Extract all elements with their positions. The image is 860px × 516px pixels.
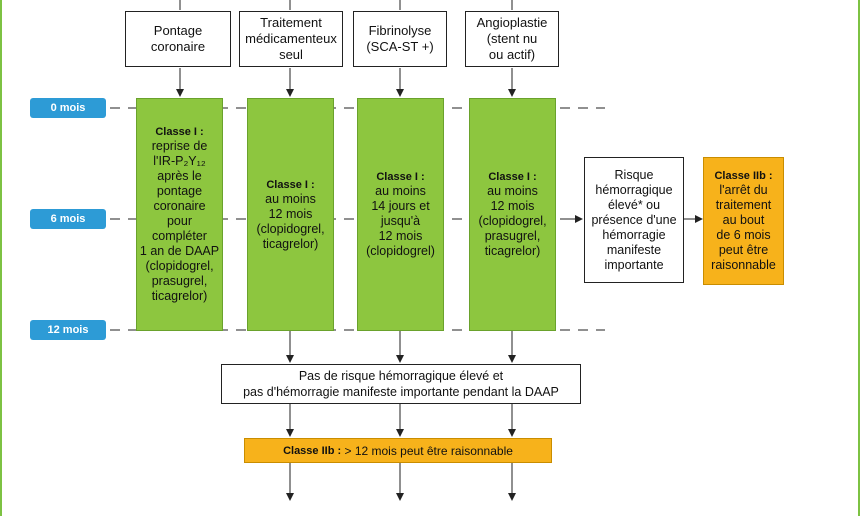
bottom-line: Pas de risque hémorragique élevé et [298,369,504,383]
box-pontage-line: coronaire [150,39,206,54]
time-label-12-mois: 12 mois [30,320,106,340]
orange-line: raisonnable [711,258,776,272]
green-line: (clopidogrel, [145,259,214,273]
green-line: 12 mois [268,206,313,221]
green-line: pontage [156,184,203,198]
time-label-6-mois: 6 mois [30,209,106,229]
box-traitement-line: Traitement [260,15,322,30]
green-line: ticagrelor) [262,236,319,251]
class-label: Classe I : [488,171,537,183]
orange-line: de 6 mois [716,228,771,242]
green-line: prasugrel, [151,274,208,288]
green-line: (clopidogrel, [256,221,325,236]
bottom-recommendation-box: Classe IIb : > 12 mois peut être raisonn… [244,438,552,463]
box-angioplastie-line: (stent nu [486,31,538,46]
green-line: au moins [487,184,538,198]
green-line: au moins [265,191,316,206]
green-line: 14 jours et [371,199,430,213]
class-label: Classe I : [266,178,315,191]
time-label-0-mois: 0 mois [30,98,106,118]
risk-line: Risque [614,167,654,182]
orange-line: au bout [722,213,765,227]
box-angioplastie-line: ou actif) [488,47,536,62]
green-line: 12 mois [378,229,423,243]
risk-line: présence d'une [591,212,677,227]
green-line: prasugrel, [484,229,541,243]
risk-line: hémorragie [602,227,666,242]
green-line: après le [157,169,202,183]
green-line: ticagrelor) [151,289,208,303]
box-fibrinolyse-line: (SCA-ST +) [366,39,434,54]
bottom-recommendation-text: > 12 mois peut être raisonnable [341,443,513,458]
risk-line: élevé* ou [607,197,661,212]
green-line: 12 mois [490,199,535,213]
green-line: au moins [375,184,426,198]
green-line: ticagrelor) [484,244,541,258]
green-line: (clopidogrel) [366,244,435,258]
risk-line: manifeste [606,242,662,257]
green-line: coronaire [153,199,206,213]
bottom-condition-box: Pas de risque hémorragique élevé et pas … [221,364,581,404]
class-label: Classe IIb : [714,170,773,182]
box-traitement: Traitement médicamenteux seul [239,11,343,67]
class-label: Classe I : [155,126,204,138]
orange-line: l'arrêt du [719,183,768,197]
green-line: 1 an de DAAP [139,244,220,258]
green-line: l'IR-P₂Y₁₂ [153,154,206,168]
green-line: (clopidogrel, [478,214,547,228]
risk-line: importante [604,257,664,272]
risk-box: Risque hémorragique élevé* ou présence d… [584,157,684,283]
class-label: Classe I : [376,171,425,183]
box-traitement-line: médicamenteux [245,31,337,46]
class-label: Classe IIb : [283,444,342,457]
left-frame-line [0,0,2,516]
green-box-pontage: Classe I : reprise de l'IR-P₂Y₁₂ après l… [136,98,223,331]
green-line: reprise de [151,139,208,153]
green-box-fibrinolyse: Classe I : au moins 14 jours et jusqu'à … [357,98,444,331]
green-line: jusqu'à [380,214,421,228]
green-line: compléter [152,229,207,243]
box-angioplastie: Angioplastie (stent nu ou actif) [465,11,559,67]
orange-line: peut être [718,243,769,257]
box-angioplastie-line: Angioplastie [476,15,548,30]
green-box-traitement: Classe I : au moins 12 mois (clopidogrel… [247,98,334,331]
box-pontage: Pontage coronaire [125,11,231,67]
box-traitement-line: seul [279,47,303,62]
orange-side-box: Classe IIb : l'arrêt du traitement au bo… [703,157,784,285]
box-fibrinolyse: Fibrinolyse (SCA-ST +) [353,11,447,67]
bottom-line: pas d'hémorragie manifeste importante pe… [243,385,559,399]
box-fibrinolyse-line: Fibrinolyse [368,23,432,38]
green-line: pour [166,214,193,228]
green-box-angioplastie: Classe I : au moins 12 mois (clopidogrel… [469,98,556,331]
orange-line: traitement [715,198,772,212]
risk-line: hémorragique [595,182,673,197]
box-pontage-line: Pontage [153,23,203,38]
right-frame-line [858,0,860,516]
